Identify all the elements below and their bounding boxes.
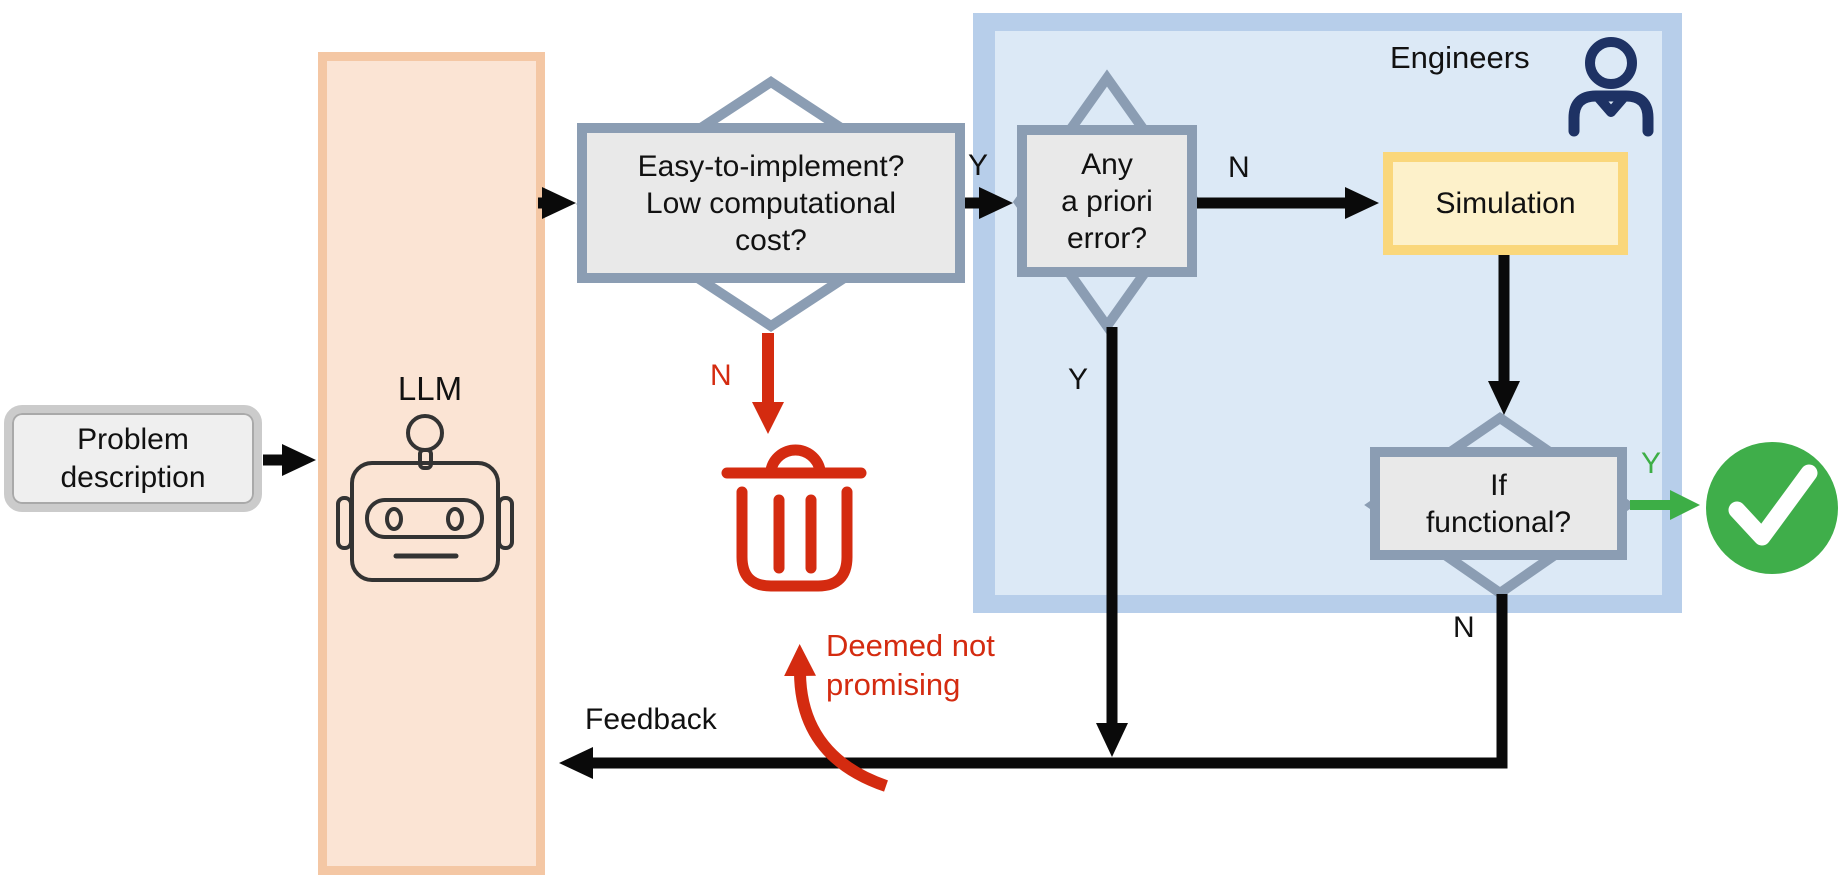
engineers-label: Engineers [1390,40,1530,75]
problem-line-2: description [60,460,206,494]
problem-line-1: Problem [77,422,189,456]
problem-description-box: Problem description [4,405,262,512]
decision-apriori-box: Any a priori error? [1017,125,1197,277]
decision-easy-line-1: Easy-to-implement? [637,149,905,183]
check-circle-icon [1706,442,1838,574]
simulation-box: Simulation [1383,152,1628,255]
decision-easy-line-2: Low computational [645,186,897,220]
decision-apriori-line-1: Any [1081,147,1133,181]
llm-panel [318,52,545,875]
llm-label: LLM [397,370,463,407]
label-feedback: Feedback [585,703,717,736]
label-deemed-not-promising: Deemed not promising [826,626,995,704]
decision-apriori-line-2: a priori [1061,184,1153,218]
label-easy-yes: Y [968,149,989,182]
label-functional-no: N [1453,611,1475,644]
decision-easy-line-3: cost? [735,223,807,257]
decision-functional-box: If functional? [1370,447,1627,560]
decision-functional-line-1: If [1490,468,1507,502]
reject-arrows [752,333,888,792]
label-apriori-no: N [1228,151,1250,184]
label-functional-yes: Y [1641,447,1662,480]
deemed-line-1: Deemed not [826,628,995,663]
trash-icon [721,444,867,592]
decision-apriori-line-3: error? [1066,221,1148,255]
label-easy-no: N [710,359,732,392]
arrow-feedback [559,594,1508,779]
label-apriori-yes: Y [1068,363,1089,396]
deemed-line-2: promising [826,667,961,702]
decision-easy-box: Easy-to-implement? Low computational cos… [577,123,965,283]
decision-functional-line-2: functional? [1425,505,1572,539]
